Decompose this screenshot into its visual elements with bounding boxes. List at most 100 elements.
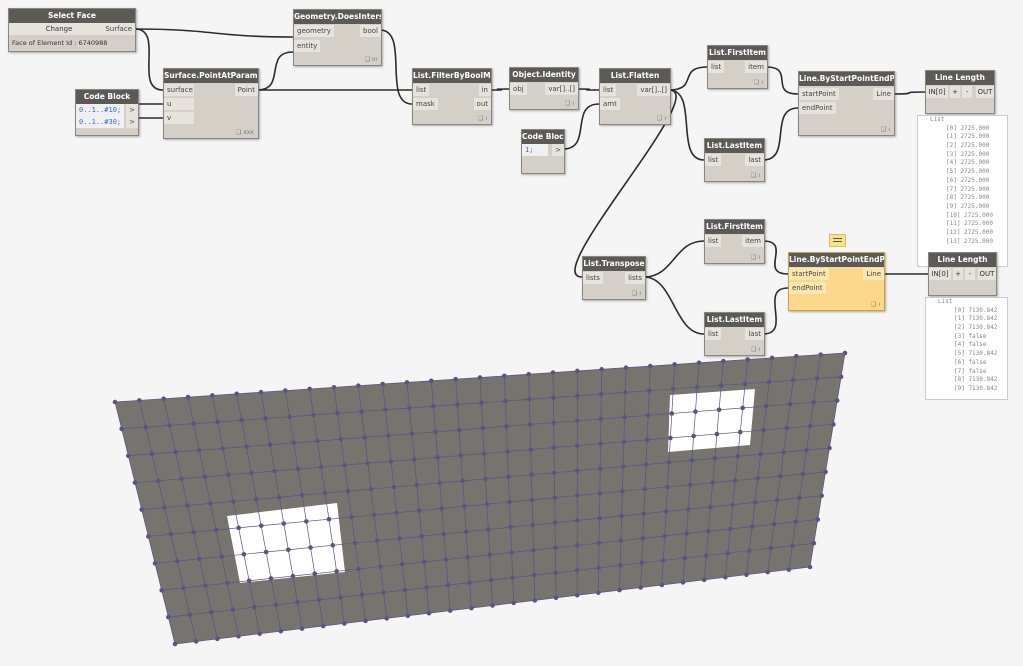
grid-point (620, 488, 625, 494)
grid-point (338, 595, 343, 600)
output-point[interactable]: Point (234, 84, 258, 96)
grid-point (696, 360, 702, 366)
output-lists[interactable]: lists (625, 272, 645, 284)
output-surface[interactable]: Surface (102, 23, 135, 35)
list-flatten-node[interactable]: List.Flatten list amt var[]..[] ❑ ı (599, 68, 671, 125)
grid-point (574, 443, 580, 449)
add-input-button[interactable]: + (950, 86, 960, 98)
input-list[interactable]: list (705, 235, 722, 247)
code-block-node-2[interactable]: Code Block 1; > (521, 129, 565, 174)
input-surface[interactable]: surface (164, 84, 194, 96)
input-endpoint[interactable]: endPoint (799, 102, 836, 114)
node-title: Line.ByStartPointEndPoint (799, 72, 894, 86)
line-bystartpointendpoint-node-2[interactable]: Line.ByStartPointEndPoint startPoint end… (788, 252, 885, 311)
list-transpose-node[interactable]: List.Transpose lists lists ❑ ı (582, 256, 646, 300)
output-line[interactable]: Line (863, 268, 884, 280)
output-out[interactable]: out (473, 98, 491, 110)
output-out[interactable]: OUT (976, 86, 994, 98)
output-1[interactable]: > (126, 104, 138, 116)
code-line-1[interactable]: 0..1..#10; (76, 104, 125, 116)
list-firstitem-node-1[interactable]: List.FirstItem list item ❑ ı (707, 45, 768, 89)
input-lists[interactable]: lists (583, 272, 603, 284)
input-obj[interactable]: obj (510, 83, 527, 95)
grid-point (209, 609, 214, 615)
input-startpoint[interactable]: startPoint (799, 88, 839, 100)
output-1[interactable]: > (552, 144, 564, 156)
output-item[interactable]: item (742, 235, 764, 247)
list-lastitem-node-2[interactable]: List.LastItem list last ❑ ı (704, 312, 765, 356)
line-length-node-1[interactable]: Line Length IN[0] + - OUT (925, 70, 995, 114)
input-u[interactable]: u (164, 98, 194, 110)
input-in0[interactable]: IN[0] (929, 268, 951, 280)
grid-point (787, 401, 793, 407)
change-button[interactable]: Change (9, 23, 109, 35)
geometry-doesintersect-node[interactable]: Geometry.DoesIntersect geometry entity b… (293, 9, 382, 66)
list-filterbyboolmask-node[interactable]: List.FilterByBoolMask list mask in out ❑… (412, 68, 492, 125)
object-identity-node[interactable]: Object.Identity obj var[]..[] ❑ ı (509, 67, 579, 110)
output-item[interactable]: item (745, 61, 767, 73)
wire (256, 51, 294, 91)
grid-point (416, 508, 422, 513)
grid-point (819, 493, 824, 498)
output-line[interactable]: Line (873, 88, 894, 100)
output-bool[interactable]: bool (360, 25, 381, 37)
watch-item: [8] 2725.000 (946, 194, 990, 202)
output-out[interactable]: OUT (978, 268, 996, 280)
surface-pointatparameter-node[interactable]: Surface.PointAtParameter surface u v Poi… (163, 68, 259, 139)
select-face-node[interactable]: Select Face Change Surface Face of Eleme… (8, 8, 136, 52)
output-last[interactable]: last (745, 154, 764, 166)
grid-point (550, 370, 556, 375)
code-line-1[interactable]: 1; (522, 144, 548, 156)
watch-preview-2[interactable]: List [0] 7130.842[1] 7130.842[2] 7130.84… (925, 297, 1008, 400)
input-in0[interactable]: IN[0] (926, 86, 948, 98)
line-length-node-2[interactable]: Line Length IN[0] + - OUT (928, 252, 997, 296)
output-2[interactable]: > (126, 116, 138, 128)
input-list[interactable]: list (708, 61, 725, 73)
grid-point (159, 587, 164, 593)
input-list[interactable]: list (705, 154, 722, 166)
output-last[interactable]: last (745, 328, 764, 340)
grid-point (703, 553, 709, 558)
input-list[interactable]: list (600, 84, 617, 96)
add-input-button[interactable]: + (953, 268, 963, 280)
input-list[interactable]: list (413, 84, 430, 96)
output-in[interactable]: in (478, 84, 491, 96)
comment-icon[interactable] (829, 234, 846, 247)
input-geometry[interactable]: geometry (294, 25, 334, 37)
line-bystartpointendpoint-node-1[interactable]: Line.ByStartPointEndPoint startPoint end… (798, 71, 895, 136)
grid-point (682, 555, 688, 561)
input-amt[interactable]: amt (600, 98, 620, 110)
remove-input-button[interactable]: - (962, 86, 972, 98)
input-mask[interactable]: mask (413, 98, 438, 110)
list-lastitem-node-1[interactable]: List.LastItem list last ❑ ı (704, 138, 765, 182)
wire (762, 287, 789, 335)
grid-line (788, 354, 822, 570)
output-var[interactable]: var[]..[] (545, 83, 578, 95)
node-footer: ❑ ı (657, 115, 666, 122)
code-line-2[interactable]: 0..1..#30; (76, 116, 125, 128)
grid-point (575, 368, 580, 374)
watch-item: [6] false (954, 358, 987, 366)
grid-point (483, 476, 488, 482)
input-endpoint[interactable]: endPoint (789, 282, 826, 294)
grid-point (126, 453, 131, 459)
grid-line (455, 379, 472, 609)
input-entity[interactable]: entity (294, 40, 321, 52)
grid-point (368, 486, 374, 492)
list-firstitem-node-2[interactable]: List.FirstItem list item ❑ ı (704, 219, 765, 264)
input-list[interactable]: list (705, 328, 722, 340)
output-var[interactable]: var[]..[] (637, 84, 670, 96)
grid-point (526, 371, 531, 377)
input-v[interactable]: v (164, 112, 194, 124)
grid-line (236, 393, 282, 632)
code-block-node-1[interactable]: Code Block 0..1..#10; 0..1..#30; > > (75, 89, 139, 136)
grid-point (162, 505, 167, 510)
remove-input-button[interactable]: - (965, 268, 975, 280)
input-startpoint[interactable]: startPoint (789, 268, 829, 280)
grid-point (263, 416, 268, 421)
grid-point (276, 494, 282, 500)
grid-point (249, 470, 254, 476)
watch-preview-1[interactable]: List [0] 2725.000[1] 2725.000[2] 2725.00… (917, 115, 1008, 267)
watch-items: [0] 7130.842[1] 7130.842[2] 7130.842[3] … (930, 307, 1007, 392)
grid-line (333, 387, 366, 621)
